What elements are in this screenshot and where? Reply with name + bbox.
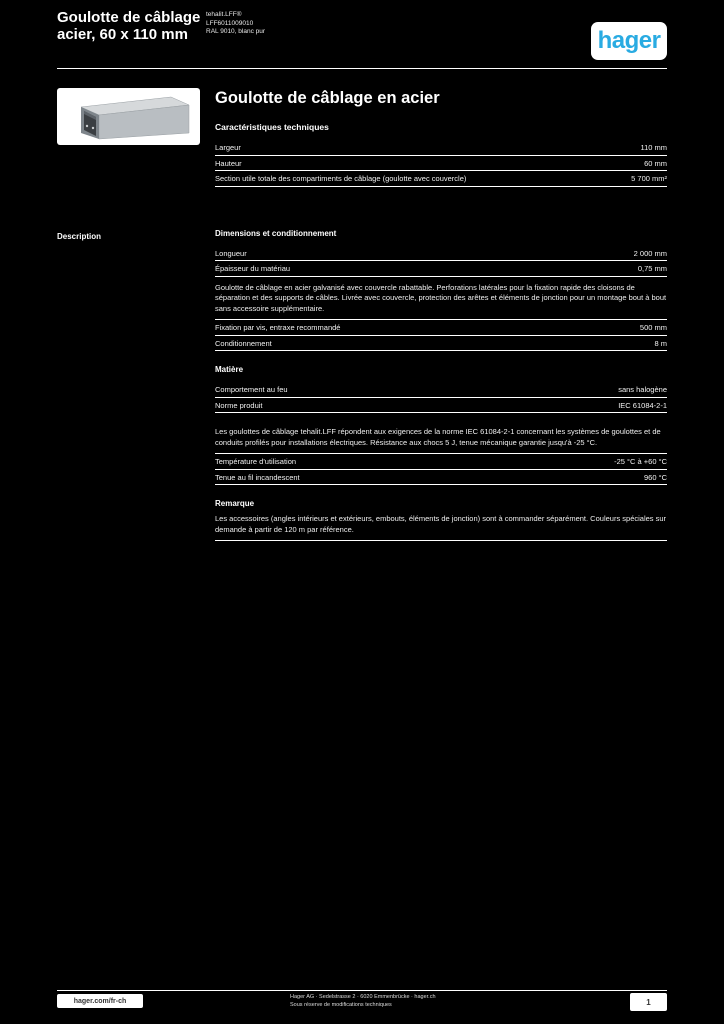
header-product-title: Goulotte de câblage acier, 60 x 110 mm — [57, 9, 207, 43]
spec-table-top: Largeur 110 mm Hauteur 60 mm Section uti… — [215, 140, 667, 187]
spec-label: Température d'utilisation — [215, 457, 297, 466]
spec-table-material: Comportement au feu sans halogène Norme … — [215, 382, 667, 413]
spec-value: 0,75 mm — [637, 264, 667, 273]
spec-value: sans halogène — [618, 385, 667, 394]
trunking-illustration — [79, 96, 190, 139]
header-meta-line3: RAL 9010, blanc pur — [206, 28, 266, 35]
spec-row: Comportement au feu sans halogène — [215, 382, 667, 398]
spec-row: Norme produit IEC 61084-2-1 — [215, 398, 667, 413]
spec-table-norms: Température d'utilisation -25 °C à +60 °… — [215, 454, 667, 485]
page-title: Goulotte de câblage en acier — [215, 89, 440, 107]
spec-value: 960 °C — [643, 472, 667, 482]
spec-value: -25 °C à +60 °C — [614, 457, 667, 466]
description-paragraph: Goulotte de câblage en acier galvanisé a… — [215, 283, 667, 320]
spec-row: Hauteur 60 mm — [215, 156, 667, 171]
spec-label: Section utile totale des compartiments d… — [215, 174, 467, 183]
footer-company-info: Hager AG · Sedelstrasse 2 · 6020 Emmenbr… — [290, 994, 510, 1009]
note-paragraph: Les accessoires (angles intérieurs et ex… — [215, 514, 667, 541]
spec-value: 60 mm — [644, 158, 667, 168]
spec-label: Tenue au fil incandescent — [215, 472, 300, 482]
footer-divider — [57, 990, 667, 991]
spec-label: Longueur — [215, 248, 247, 258]
spec-table-dimensions: Longueur 2 000 mm Épaisseur du matériau … — [215, 246, 667, 277]
norms-paragraph: Les goulottes de câblage tehalit.LFF rép… — [215, 427, 667, 454]
spec-value: 110 mm — [640, 143, 667, 152]
header-title-line1: Goulotte de câblage — [57, 9, 201, 26]
subtitle: Caractéristiques techniques — [215, 122, 329, 132]
spec-row: Fixation par vis, entraxe recommandé 500… — [215, 320, 667, 336]
header-title-line2: acier, 60 x 110 mm — [57, 26, 188, 43]
spec-value: 500 mm — [639, 323, 667, 332]
spec-row: Conditionnement 8 m — [215, 336, 667, 351]
spacer — [215, 187, 667, 229]
footer-info-line1: Hager AG · Sedelstrasse 2 · 6020 Emmenbr… — [290, 994, 436, 1000]
spacer — [215, 413, 667, 421]
footer-page-number: 1 — [630, 993, 667, 1011]
spec-label: Norme produit — [215, 400, 263, 410]
header-meta-line1: tehalit.LFF® — [206, 11, 242, 18]
spec-value: 2 000 mm — [633, 248, 667, 258]
spec-value: 8 m — [654, 338, 667, 348]
header-meta-line2: LFF6011009010 — [206, 19, 254, 27]
spec-label: Comportement au feu — [215, 385, 288, 394]
spec-row: Tenue au fil incandescent 960 °C — [215, 470, 667, 485]
header-divider — [57, 68, 667, 69]
spec-label: Fixation par vis, entraxe recommandé — [215, 323, 341, 332]
section-heading-material: Matière — [215, 365, 244, 374]
spec-label: Largeur — [215, 143, 241, 152]
spec-value: IEC 61084-2-1 — [618, 400, 667, 410]
spec-row: Largeur 110 mm — [215, 140, 667, 156]
spec-row: Longueur 2 000 mm — [215, 246, 667, 261]
hager-logo: hager — [591, 22, 667, 60]
spec-label: Hauteur — [215, 158, 242, 168]
header-meta: tehalit.LFF® LFF6011009010 RAL 9010, bla… — [206, 11, 326, 37]
footer-website-link[interactable]: hager.com/fr-ch — [57, 994, 143, 1008]
hager-logo-text: hager — [597, 27, 661, 54]
spec-value: 5 700 mm² — [631, 174, 667, 183]
product-image — [57, 88, 200, 145]
spec-row: Température d'utilisation -25 °C à +60 °… — [215, 454, 667, 470]
section-heading-dimensions: Dimensions et conditionnement — [215, 228, 337, 238]
section-heading-note: Remarque — [215, 499, 255, 508]
sidebar-section-label: Description — [57, 232, 102, 241]
content-column: Goulotte de câblage en acier Caractérist… — [215, 88, 667, 541]
spec-row: Section utile totale des compartiments d… — [215, 171, 667, 187]
spec-table-dimensions-2: Fixation par vis, entraxe recommandé 500… — [215, 320, 667, 351]
spec-label: Conditionnement — [215, 338, 272, 348]
spec-label: Épaisseur du matériau — [215, 264, 291, 273]
footer-info-line2: Sous réserve de modifications techniques — [290, 1001, 392, 1008]
spec-row: Épaisseur du matériau 0,75 mm — [215, 261, 667, 277]
